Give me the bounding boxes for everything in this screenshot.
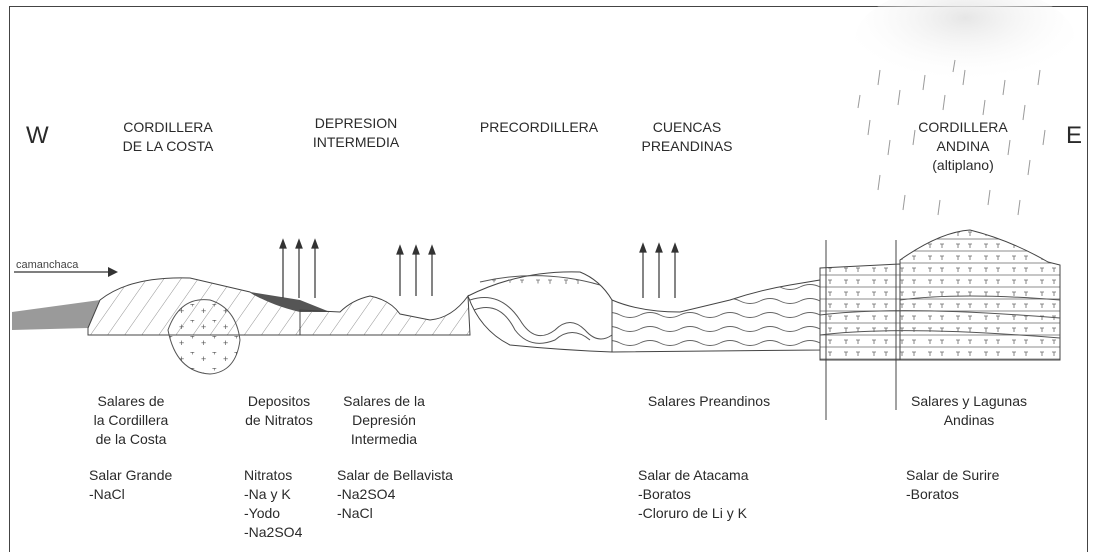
example-salar-bellavista: Salar de Bellavista-Na2SO4-NaCl (337, 466, 453, 523)
example-salar-grande: Salar Grande-NaCl (89, 466, 172, 504)
east-label: E (1066, 122, 1082, 150)
west-label: W (26, 122, 49, 150)
example-nitratos: Nitratos-Na y K-Yodo-Na2SO4 (244, 466, 302, 542)
example-salar-surire: Salar de Surire-Boratos (906, 466, 999, 504)
ocean (12, 300, 100, 330)
camanchaca-label: camanchaca (16, 256, 78, 275)
central-depression (300, 296, 470, 335)
evaporation-arrows (280, 240, 678, 298)
example-salar-atacama: Salar de Atacama-Boratos-Cloruro de Li y… (638, 466, 749, 523)
cloud (855, 0, 1075, 95)
deposit-preandean-salares: Salares Preandinos (648, 392, 770, 411)
region-precordillera: PRECORDILLERA (480, 118, 598, 137)
andean-block-2 (900, 230, 1060, 360)
